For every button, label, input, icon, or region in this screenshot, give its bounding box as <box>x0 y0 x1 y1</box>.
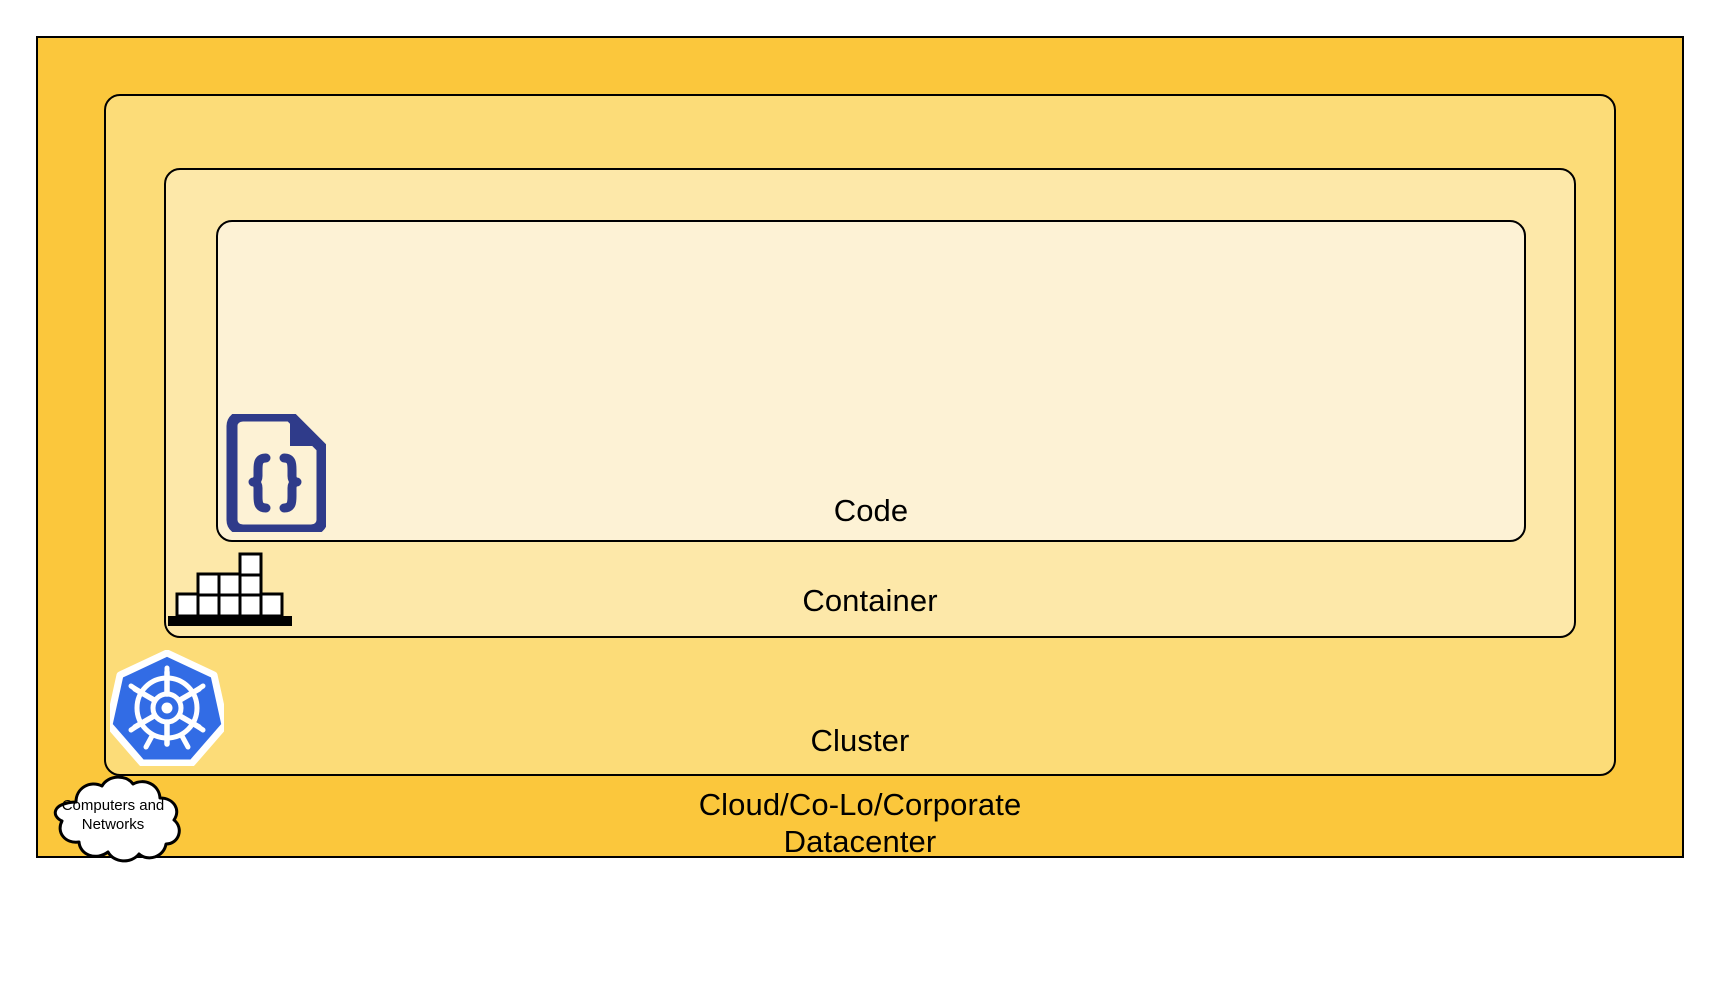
kubernetes-icon <box>105 649 229 767</box>
container-blocks-icon <box>168 552 292 628</box>
layer-label-code: Code <box>833 493 909 528</box>
layer-label-datacenter: Cloud/Co-Lo/Corporate Datacenter <box>698 787 1022 859</box>
cloud-label: Computers and Networks <box>61 797 165 833</box>
layer-label-cluster: Cluster <box>810 723 910 758</box>
cloud-computers-networks: Computers and Networks <box>38 772 188 866</box>
layer-box-code <box>216 220 1526 542</box>
layer-label-container: Container <box>802 583 938 618</box>
json-document-icon <box>222 410 328 536</box>
cloud-icon <box>53 775 181 863</box>
